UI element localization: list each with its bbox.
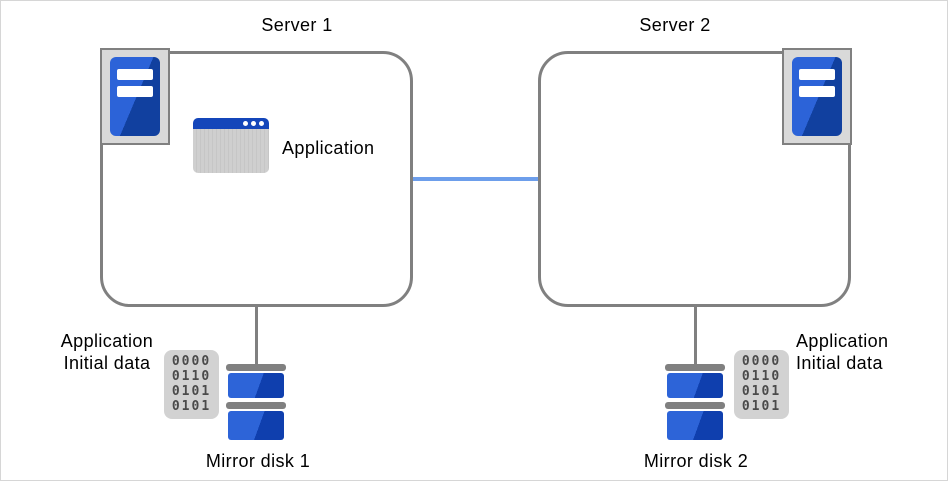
binary-row: 0101 xyxy=(741,399,782,414)
disk-platter xyxy=(667,411,723,440)
disk-separator xyxy=(665,364,725,371)
disk-separator xyxy=(665,402,725,409)
mirror-disk2-label: Mirror disk 2 xyxy=(643,451,749,471)
binary-row: 0000 xyxy=(171,354,212,369)
application-window-icon xyxy=(193,118,269,173)
mirror-disk1-label: Mirror disk 1 xyxy=(205,451,311,471)
server-tower-icon xyxy=(100,48,170,145)
disk-platter xyxy=(228,411,284,440)
mirror-disk-icon xyxy=(665,364,725,440)
initial-data-label: Application Initial data xyxy=(796,330,888,374)
binary-row: 0110 xyxy=(171,369,212,384)
initial-data-line2: Initial data xyxy=(796,353,883,373)
server1-disk-connector-line xyxy=(255,306,258,367)
initial-data-line2: Initial data xyxy=(63,353,151,373)
server2-disk-connector-line xyxy=(694,306,697,367)
server-drive-bay xyxy=(117,86,153,97)
binary-row: 0101 xyxy=(171,399,212,414)
application-label: Application xyxy=(282,138,375,158)
initial-data-label: Application Initial data xyxy=(53,330,161,374)
binary-data-icon: 0000 0110 0101 0101 xyxy=(734,350,789,419)
server-drive-bay xyxy=(799,69,835,80)
server-tower-body xyxy=(110,57,160,136)
server-interconnect-line xyxy=(413,177,538,181)
initial-data-line1: Application xyxy=(60,331,154,351)
server-drive-bay xyxy=(799,86,835,97)
window-dot-icon xyxy=(259,121,264,126)
disk-platter xyxy=(667,373,723,398)
binary-row: 0101 xyxy=(741,384,782,399)
window-body xyxy=(193,129,269,173)
window-dot-icon xyxy=(251,121,256,126)
server-tower-icon xyxy=(782,48,852,145)
window-titlebar xyxy=(193,118,269,129)
mirror-disk-icon xyxy=(226,364,286,440)
server-drive-bay xyxy=(117,69,153,80)
binary-data-icon: 0000 0110 0101 0101 xyxy=(164,350,219,419)
disk-separator xyxy=(226,364,286,371)
server1-title: Server 1 xyxy=(261,15,333,35)
window-dot-icon xyxy=(243,121,248,126)
binary-row: 0110 xyxy=(741,369,782,384)
binary-row: 0101 xyxy=(171,384,212,399)
server-tower-body xyxy=(792,57,842,136)
disk-platter xyxy=(228,373,284,398)
initial-data-line1: Application xyxy=(796,331,889,351)
disk-separator xyxy=(226,402,286,409)
binary-row: 0000 xyxy=(741,354,782,369)
server2-title: Server 2 xyxy=(639,15,711,35)
